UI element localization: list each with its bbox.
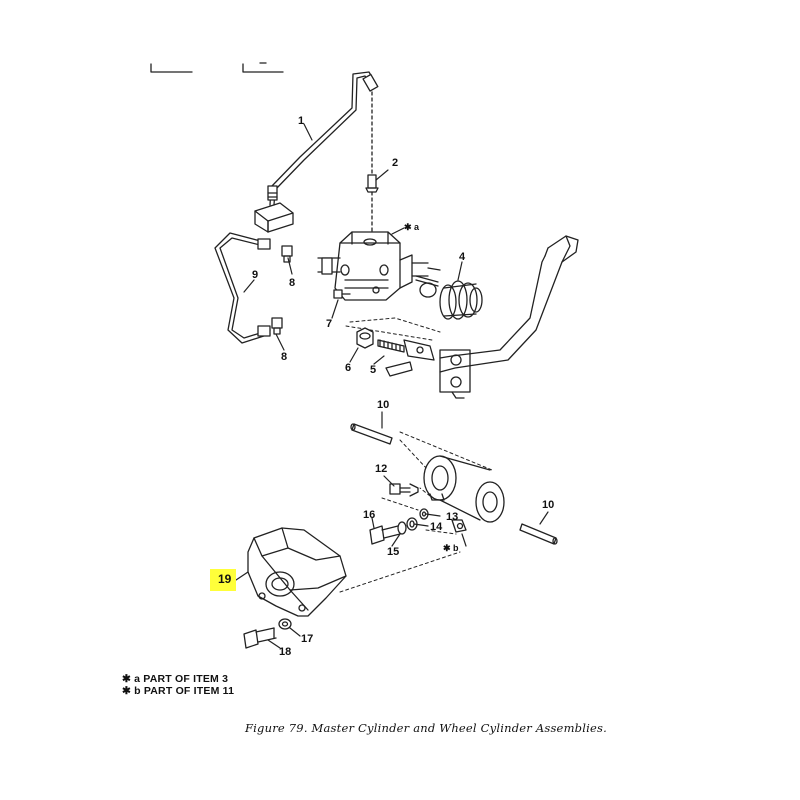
marker-b: ✱ b [443, 543, 459, 553]
fastener-stack [369, 508, 429, 545]
callout-item-18: 18 [279, 646, 292, 658]
master-cylinder [317, 231, 441, 301]
callout-item-6: 6 [345, 362, 352, 374]
brake-line-1 [267, 71, 379, 206]
screw-12 [389, 483, 419, 497]
callout-item-4: 4 [459, 251, 466, 263]
leader-lines [235, 123, 549, 649]
backing-plate-19 [247, 527, 347, 617]
figure-caption: Figure 79. Master Cylinder and Wheel Cyl… [245, 721, 607, 735]
callout-item-17: 17 [301, 633, 314, 645]
callout-item-10-upper: 10 [377, 399, 390, 411]
callout-item-7: 7 [326, 318, 333, 330]
callout-item-5: 5 [370, 364, 377, 376]
marker-a: ✱ a [404, 222, 420, 232]
boot-4 [439, 280, 483, 320]
wheel-cylinder [423, 455, 505, 533]
callout-item-15: 15 [387, 546, 400, 558]
page-header-fragment [150, 62, 284, 73]
pin-10-lower [519, 523, 558, 545]
callout-item-14: 14 [430, 521, 443, 533]
note-b: ✱ b PART OF ITEM 11 [122, 685, 235, 697]
callout-item-10-lower: 10 [542, 499, 555, 511]
brake-line-9 [214, 232, 271, 344]
callout-item-13: 13 [446, 511, 459, 523]
clevis-5 [377, 339, 435, 377]
callout-item-19-highlighted: 19 [210, 569, 237, 591]
nut-6 [356, 327, 374, 349]
washer-17 [278, 618, 292, 630]
reference-lines [339, 317, 493, 593]
vertical-line-2 [365, 91, 379, 241]
callout-item-8-upper: 8 [289, 277, 296, 289]
callout-item-9: 9 [252, 269, 259, 281]
callout-item-16: 16 [363, 509, 376, 521]
callout-item-8-lower: 8 [281, 351, 288, 363]
fitting-8 [271, 245, 293, 335]
bolt-7 [333, 289, 351, 299]
bolt-18 [243, 627, 277, 649]
callout-item-12: 12 [375, 463, 388, 475]
note-a: ✱ a PART OF ITEM 3 [122, 673, 229, 685]
pin-10-upper [350, 423, 393, 445]
callout-item-2: 2 [392, 157, 399, 169]
junction-block [254, 202, 294, 233]
brake-pedal [439, 235, 579, 399]
callout-item-1: 1 [298, 115, 305, 127]
